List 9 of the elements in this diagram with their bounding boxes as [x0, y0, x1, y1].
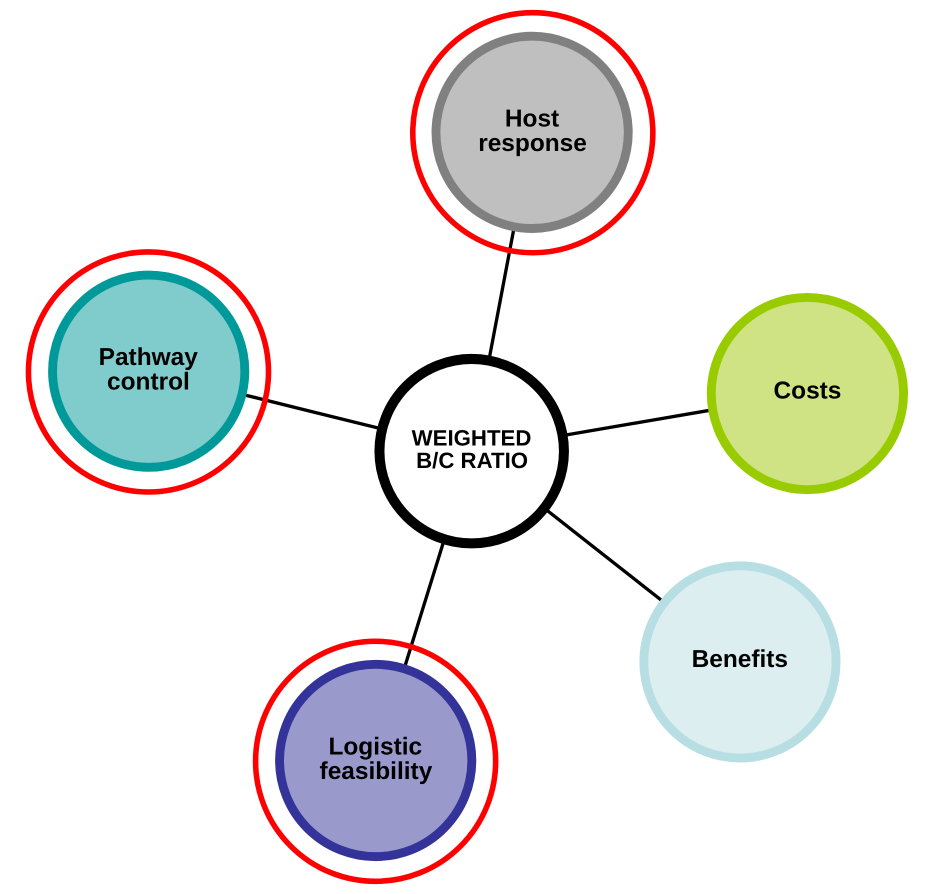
node-circle: Benefits: [639, 561, 841, 762]
node-circle: WEIGHTED B/C RATIO: [374, 354, 569, 548]
node-circle: Costs: [706, 292, 908, 494]
node-circle: Pathway control: [48, 270, 250, 472]
node-circle: Host response: [432, 32, 633, 233]
node-circle: Logistic feasibility: [275, 660, 476, 862]
cluster: [252, 638, 498, 884]
cluster: [26, 249, 272, 495]
cluster: [410, 10, 656, 256]
